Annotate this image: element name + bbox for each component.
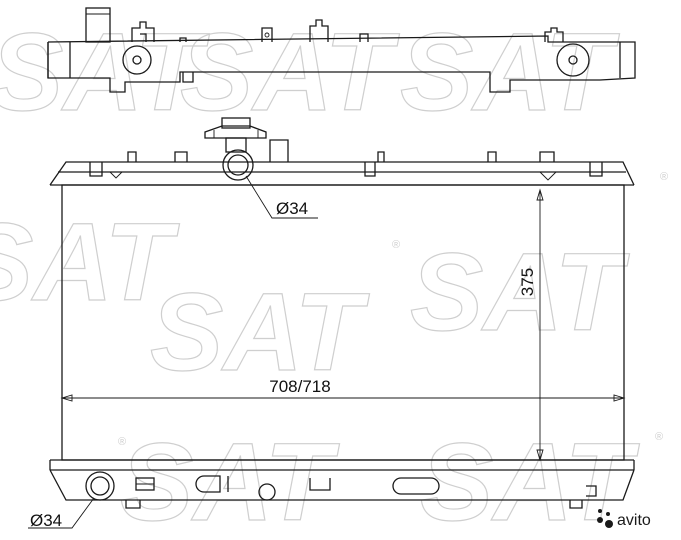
watermark-registered-2: ® [392, 239, 400, 251]
radiator-cap [204, 117, 267, 153]
top-view [47, 7, 636, 93]
watermark-sat-4: SAT [0, 201, 180, 324]
watermark-registered-1: ® [660, 171, 668, 183]
avito-brand: avito [597, 509, 651, 529]
watermark-sat-1: SAT [0, 11, 210, 134]
bottom-pipe-inner [90, 476, 110, 496]
watermark-sat-6: SAT [410, 231, 630, 354]
bottom-pipe-outer [85, 471, 115, 501]
watermark-sat-7: SAT [120, 421, 340, 540]
avito-dot-icon [598, 509, 602, 513]
watermark-registered-4: ® [655, 431, 663, 443]
watermark-registered-3: ® [118, 436, 126, 448]
top-pipe-inner [227, 154, 249, 176]
width-label: 708/718 [269, 377, 330, 396]
bottom-pipe-diameter-label: Ø34 [30, 511, 62, 530]
top-pipe-diameter-label: Ø34 [276, 199, 308, 218]
top-pipe-outer [222, 149, 254, 181]
top-pipe-leader [245, 175, 318, 219]
bottom-pipe-leader [28, 497, 95, 529]
avito-dot-icon [605, 520, 613, 528]
watermark-sat-8: SAT [420, 421, 640, 540]
avito-text: avito [617, 512, 651, 529]
height-label: 375 [518, 268, 537, 296]
watermark-layer: SAT SAT SAT SAT SAT SAT SAT SAT ® ® ® ® [0, 10, 668, 540]
front-view [49, 117, 635, 509]
watermark-sat-5: SAT [150, 271, 370, 394]
avito-dot-icon [597, 517, 603, 523]
avito-dot-icon [606, 512, 610, 516]
dimension-lines: 708/718 375 Ø34 Ø34 [28, 175, 626, 530]
